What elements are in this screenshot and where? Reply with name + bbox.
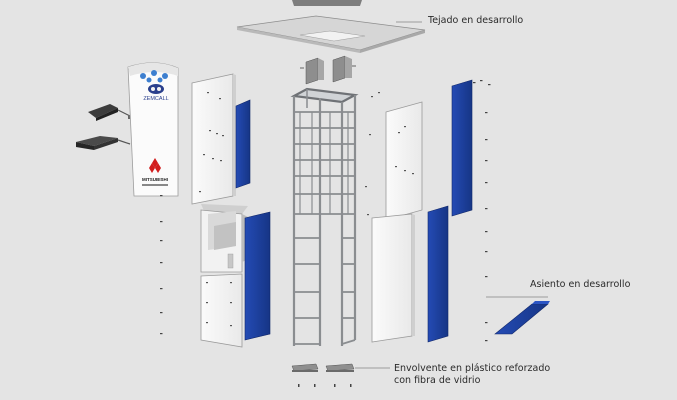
sponsor-wordmark: MITSUBISHI [142,177,168,182]
left-blue-panel-upper [235,99,251,189]
left-white-panel-lower [200,273,243,348]
left-white-panel-upper [191,73,236,205]
lamp-upper [88,104,132,121]
left-blue-panel-lower [244,211,271,341]
brand-wordmark: ZEMCALL [143,96,168,102]
left-fastener-column [160,195,163,335]
steel-frame-tower [290,87,359,346]
seat-callout-label: Asiento en desarrollo [530,279,631,290]
seat-component [494,301,550,335]
right-fastener-column [473,80,491,342]
roof-brackets [300,55,356,85]
lamp-lower [76,136,131,150]
roof-panel [236,15,426,53]
mitsubishi-logo-icon [149,158,161,173]
envelope-callout-line2: con fibra de vidrio [394,375,481,386]
roof-top-cap [292,0,362,6]
branded-front-panel: ZEMCALL MITSUBISHI [127,62,179,197]
right-white-panel-lower [371,213,415,343]
right-white-panel-upper [385,101,423,221]
right-floating-fasteners [365,92,380,216]
right-blue-panel-upper [451,79,473,217]
right-blue-panel-lower [427,205,449,343]
envelope-callout-line1: Envolvente en plástico reforzado [394,363,551,374]
base-rail-left [291,363,319,372]
base-fasteners [298,384,352,387]
brand-logo-icon [148,84,164,94]
roof-callout-label: Tejado en desarrollo [428,15,524,26]
snowflake-icon [140,70,168,83]
base-rail-right [325,363,355,372]
